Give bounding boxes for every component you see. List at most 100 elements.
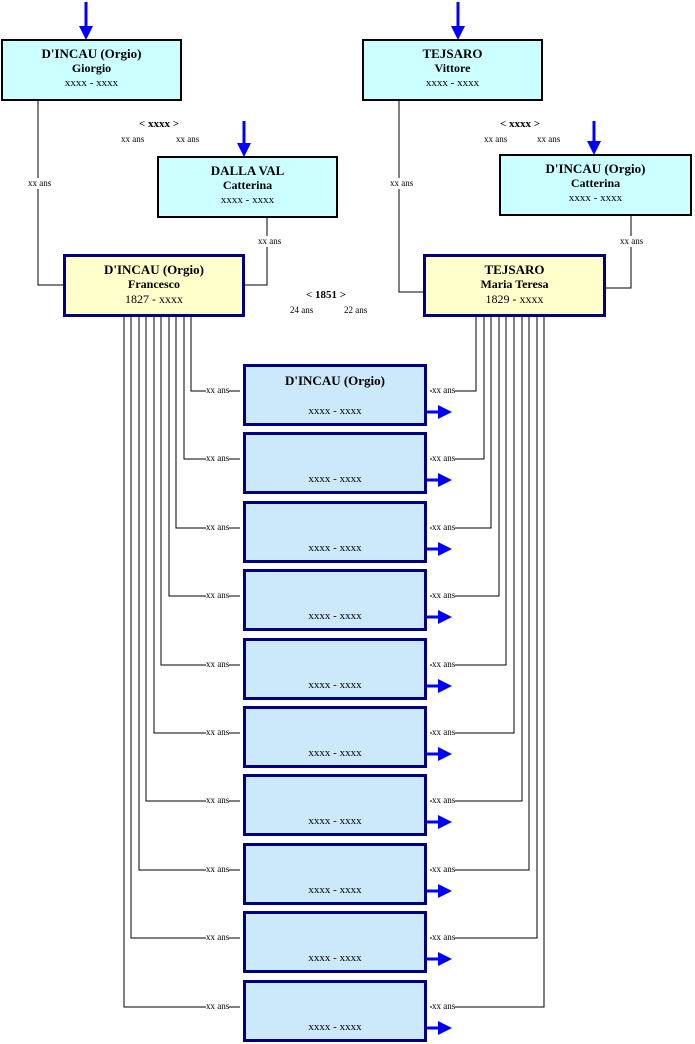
- child-surname: D'INCAU (Orgio): [284, 373, 385, 388]
- child-box[interactable]: xxxx - xxxx: [243, 432, 427, 494]
- father-child-connector: [175, 317, 240, 529]
- marriage-age-husband: 24 ans: [290, 305, 314, 315]
- surname: DALLA VAL: [210, 163, 285, 178]
- child-dates: xxxx - xxxx: [308, 473, 362, 485]
- marriage-label: < 1851 >: [306, 289, 347, 301]
- arrow-right-icon: [427, 405, 452, 419]
- father-age-label: xx ans: [206, 795, 230, 806]
- given-name: Maria Teresa: [480, 277, 549, 291]
- arrow-down-icon[interactable]: [451, 2, 465, 40]
- child-dates: xxxx - xxxx: [308, 952, 362, 964]
- person-catterina-dalla-val[interactable]: DALLA VAL Catterina xxxx - xxxx: [157, 156, 338, 218]
- mother-child-connector: [430, 317, 477, 392]
- arrow-right-icon: [427, 610, 452, 624]
- mother-child-connector: [430, 317, 538, 939]
- arrow-right-icon: [427, 815, 452, 829]
- maternal-marriage-age-wife: xx ans: [537, 134, 561, 144]
- mother-age-label: xx ans: [432, 864, 456, 875]
- mother-child-connector: [430, 317, 515, 734]
- life-dates: 1827 - xxxx: [125, 292, 183, 306]
- person-vittore[interactable]: TEJSARO Vittore xxxx - xxxx: [362, 39, 543, 101]
- arrow-right-icon: [427, 1021, 452, 1035]
- arrow-right-icon: [427, 542, 452, 556]
- father-child-connector: [130, 317, 240, 939]
- child-dates: xxxx - xxxx: [308, 1021, 362, 1033]
- surname: TEJSARO: [484, 262, 545, 277]
- paternal-marriage-label: < xxxx >: [139, 118, 180, 130]
- arrow-down-icon[interactable]: [587, 121, 601, 155]
- father-age-label: xx ans: [206, 590, 230, 601]
- life-dates: xxxx - xxxx: [220, 194, 275, 206]
- mother-child-connector: [430, 317, 492, 529]
- paternal-marriage-age-husband: xx ans: [121, 134, 145, 144]
- surname: D'INCAU (Orgio): [41, 46, 142, 61]
- arrow-right-icon: [427, 884, 452, 898]
- arrow-down-icon[interactable]: [79, 2, 93, 40]
- father-age-label: xx ans: [206, 932, 230, 943]
- child-box[interactable]: D'INCAU (Orgio) xxxx - xxxx: [243, 364, 427, 426]
- mother-age-label: xx ans: [432, 453, 456, 464]
- given-name: Francesco: [128, 277, 180, 291]
- mother-child-connector: [430, 317, 507, 666]
- surname: D'INCAU (Orgio): [545, 161, 646, 176]
- paternal-marriage-age-wife: xx ans: [176, 134, 200, 144]
- father-age-label: xx ans: [206, 864, 230, 875]
- person-maria-teresa[interactable]: TEJSARO Maria Teresa 1829 - xxxx: [423, 254, 606, 317]
- mother-age-label: xx ans: [432, 1001, 456, 1012]
- child-dates: xxxx - xxxx: [308, 610, 362, 622]
- child-dates: xxxx - xxxx: [308, 815, 362, 827]
- life-dates: xxxx - xxxx: [64, 77, 119, 89]
- child-dates: xxxx - xxxx: [308, 405, 362, 417]
- arrow-right-icon: [427, 679, 452, 693]
- father-child-connector: [123, 317, 240, 1008]
- child-box[interactable]: xxxx - xxxx: [243, 911, 427, 973]
- child-box[interactable]: xxxx - xxxx: [243, 706, 427, 768]
- father-age-label: xx ans: [206, 385, 230, 396]
- child-dates: xxxx - xxxx: [308, 747, 362, 759]
- arrow-right-icon: [427, 952, 452, 966]
- child-box[interactable]: xxxx - xxxx: [243, 569, 427, 631]
- maternal-marriage-label: < xxxx >: [500, 118, 541, 130]
- arrow-down-icon[interactable]: [237, 121, 251, 157]
- surname: TEJSARO: [422, 46, 483, 61]
- arrow-right-icon: [427, 473, 452, 487]
- mother-age-label: xx ans: [432, 727, 456, 738]
- child-dates: xxxx - xxxx: [308, 679, 362, 691]
- child-box[interactable]: xxxx - xxxx: [243, 501, 427, 563]
- child-box[interactable]: xxxx - xxxx: [243, 774, 427, 836]
- child-box[interactable]: xxxx - xxxx: [243, 843, 427, 905]
- person-catterina-dincau[interactable]: D'INCAU (Orgio) Catterina xxxx - xxxx: [499, 154, 692, 216]
- child-dates: xxxx - xxxx: [308, 884, 362, 896]
- life-dates: 1829 - xxxx: [485, 292, 544, 306]
- child-box[interactable]: xxxx - xxxx: [243, 980, 427, 1042]
- mother-age-label: xx ans: [432, 659, 456, 670]
- father-child-connector: [160, 317, 240, 666]
- child-box[interactable]: xxxx - xxxx: [243, 638, 427, 700]
- mother-age-label: xx ans: [432, 932, 456, 943]
- mother-child-connector: [430, 317, 530, 871]
- life-dates: xxxx - xxxx: [425, 77, 480, 89]
- person-francesco[interactable]: D'INCAU (Orgio) Francesco 1827 - xxxx: [63, 254, 245, 317]
- age-catterina-dincau: xx ans: [620, 236, 644, 247]
- father-age-label: xx ans: [206, 727, 230, 738]
- father-child-connector: [168, 317, 240, 597]
- surname: D'INCAU (Orgio): [103, 262, 204, 277]
- given-name: Catterina: [222, 178, 273, 192]
- given-name: Giorgio: [71, 61, 112, 75]
- maternal-marriage-age-husband: xx ans: [484, 134, 508, 144]
- marriage-age-wife: 22 ans: [344, 305, 368, 315]
- father-child-connector: [190, 317, 240, 392]
- mother-age-label: xx ans: [432, 590, 456, 601]
- person-giorgio[interactable]: D'INCAU (Orgio) Giorgio xxxx - xxxx: [1, 39, 182, 101]
- mother-age-label: xx ans: [432, 795, 456, 806]
- life-dates: xxxx - xxxx: [568, 192, 623, 204]
- mother-child-connector: [430, 317, 545, 1008]
- mother-age-label: xx ans: [432, 522, 456, 533]
- arrow-right-icon: [427, 747, 452, 761]
- mother-age-label: xx ans: [432, 385, 456, 396]
- given-name: Catterina: [570, 176, 621, 190]
- father-age-label: xx ans: [206, 522, 230, 533]
- father-age-label: xx ans: [206, 659, 230, 670]
- age-vittore: xx ans: [390, 178, 414, 189]
